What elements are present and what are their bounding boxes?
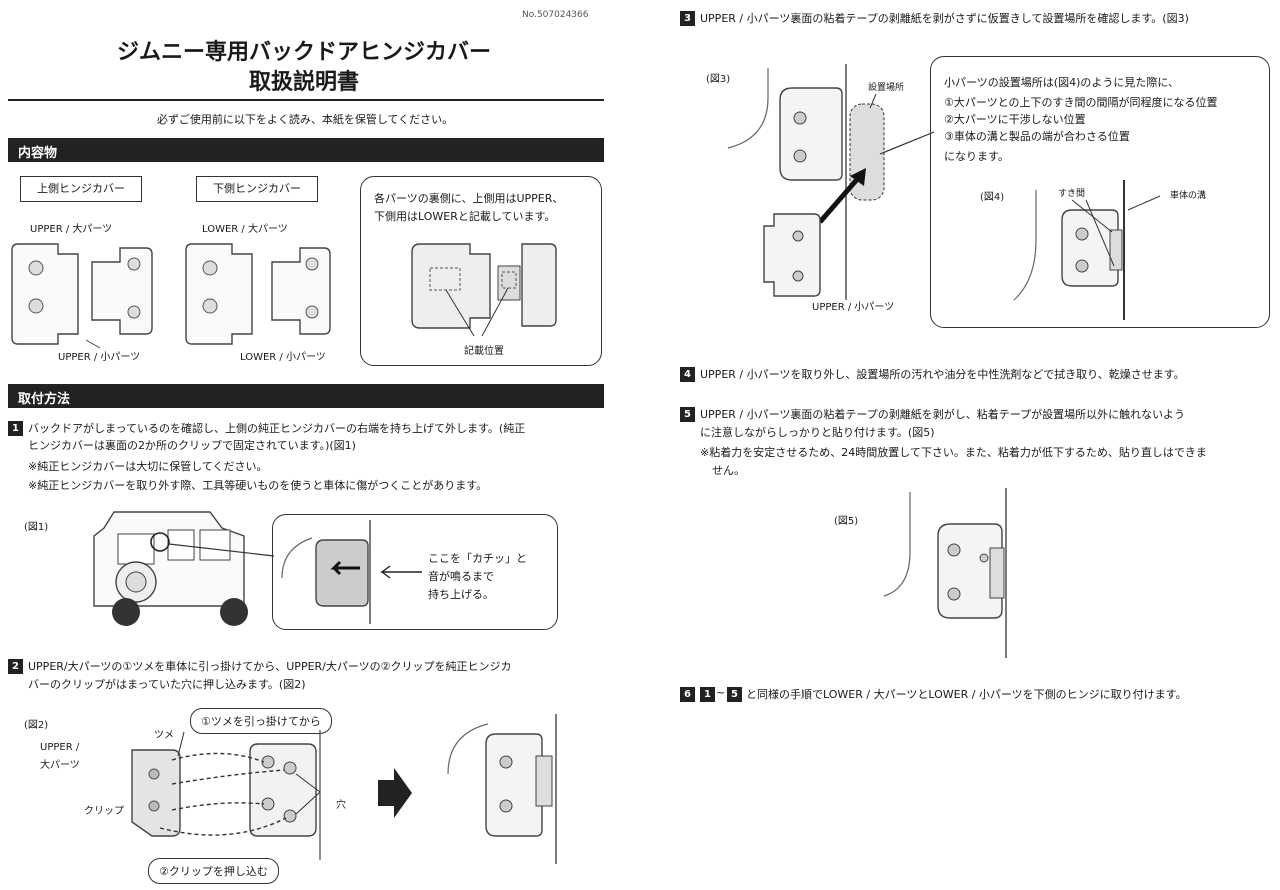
- placement-guide-box: [930, 56, 1270, 328]
- step-5-note1: ※粘着力を安定させるため、24時間放置して下さい。また、粘着力が低下するため、貼…: [700, 446, 1207, 459]
- step-2-line2: バーのクリップがはまっていた穴に押し込みます。(図2): [28, 678, 306, 691]
- gap-detail-illustration: [1013, 180, 1161, 320]
- step-6-ref-end: 5: [727, 687, 742, 702]
- placement-guide-line3: ②大パーツに干渉しない位置: [944, 113, 1086, 126]
- page-title: ジムニー専用バックドアヒンジカバー: [116, 40, 491, 65]
- callout-hook-tab: ①ツメを引っ掛けてから: [190, 708, 332, 734]
- callout-lift-line3: 持ち上げる。: [428, 588, 494, 601]
- attach-parts-illustration: [131, 730, 321, 860]
- tab-label: ツメ: [154, 730, 174, 741]
- callout-lift-line2: 音が鳴るまで: [428, 570, 494, 583]
- callout-arrow-icon: [379, 565, 422, 579]
- groove-label: 車体の溝: [1170, 191, 1207, 201]
- document-number: No.507024366: [522, 10, 589, 20]
- upper-large-label: UPPER / 大パーツ: [30, 224, 113, 235]
- upper-large-part-label-1: UPPER /: [40, 742, 80, 753]
- figure-4-label: (図4): [980, 192, 1005, 203]
- step-1-note1: ※純正ヒンジカバーは大切に保管してください。: [28, 460, 268, 473]
- marking-position-illustration: [411, 243, 557, 337]
- step-5-line2: に注意しながらしっかりと貼り付けます。(図5): [700, 426, 935, 439]
- section-contents-heading: 内容物: [8, 138, 604, 162]
- page-subtitle: 取扱説明書: [248, 70, 359, 95]
- step-1-note2: ※純正ヒンジカバーを取り外す際、工具等硬いものを使うと車体に傷がつくことがありま…: [28, 479, 488, 492]
- upper-parts-illustration: [11, 243, 153, 349]
- hinge-lift-illustration: [281, 520, 371, 624]
- callout-lift-line1: ここを「カチッ」と: [428, 552, 527, 565]
- lower-small-label: LOWER / 小パーツ: [240, 352, 326, 363]
- small-part-placement-illustration: [727, 64, 935, 300]
- upper-small-part-label: UPPER / 小パーツ: [812, 302, 895, 313]
- marking-info-box: [360, 176, 602, 366]
- lower-parts-illustration: [185, 243, 331, 345]
- vehicle-rear-illustration: [93, 511, 275, 626]
- placement-guide-line4: ③車体の溝と製品の端が合わさる位置: [944, 130, 1130, 143]
- callout-push-clip: ②クリップを押し込む: [148, 858, 279, 884]
- placement-guide-line5: になります。: [944, 150, 1009, 163]
- figure-1-detail-box: [272, 514, 558, 630]
- step-1-line1: バックドアがしまっているのを確認し、上側の純正ヒンジカバーの右端を持ち上げて外し…: [28, 422, 526, 435]
- step-4-number: 4: [680, 367, 695, 382]
- step-2-line1: UPPER/大パーツの①ツメを車体に引っ掛けてから、UPPER/大パーツの②クリ…: [28, 660, 512, 673]
- upper-cover-label: 上側ヒンジカバー: [20, 176, 142, 202]
- placement-guide-line1: 小パーツの設置場所は(図4)のように見た際に、: [944, 76, 1180, 89]
- step-6-text: と同様の手順でLOWER / 大パーツとLOWER / 小パーツを下側のヒンジに…: [746, 688, 1187, 701]
- placement-guide-line2: ①大パーツとの上下のすき間の間隔が同程度になる位置: [944, 96, 1218, 109]
- marking-info-line2: 下側用はLOWERと記載しています。: [374, 210, 556, 223]
- step-2-number: 2: [8, 659, 23, 674]
- usage-notice: 必ずご使用前に以下をよく読み、本紙を保管してください。: [156, 113, 454, 126]
- step-1-line2: ヒンジカバーは裏面の2か所のクリップで固定されています。)(図1): [28, 439, 356, 452]
- gap-label: すき間: [1058, 189, 1086, 199]
- section-install-heading: 取付方法: [8, 384, 604, 408]
- title-divider: [8, 99, 604, 101]
- step-5-number: 5: [680, 407, 695, 422]
- next-step-arrow-icon: [378, 768, 412, 818]
- step-3-line1: UPPER / 小パーツ裏面の粘着テープの剥離紙を剥がさずに仮置きして設置場所を…: [700, 12, 1189, 25]
- step-4-line1: UPPER / 小パーツを取り外し、設置場所の汚れや油分を中性洗剤などで拭き取り…: [700, 368, 1185, 381]
- step-1-number: 1: [8, 421, 23, 436]
- upper-small-label: UPPER / 小パーツ: [58, 352, 141, 363]
- clip-label: クリップ: [84, 806, 124, 817]
- step-5-line1: UPPER / 小パーツ裏面の粘着テープの剥離紙を剥がし、粘着テープが設置場所以…: [700, 408, 1185, 421]
- install-place-label: 設置場所: [868, 83, 905, 93]
- step-6-number: 6: [680, 687, 695, 702]
- figure-1-label: (図1): [24, 522, 49, 533]
- lower-large-label: LOWER / 大パーツ: [202, 224, 288, 235]
- final-attached-illustration: [883, 488, 1007, 658]
- attached-result-illustration: [447, 714, 557, 864]
- step-3-number: 3: [680, 11, 695, 26]
- step-6-ref-start: 1: [700, 687, 715, 702]
- step-6-range-sep: ~: [716, 686, 726, 699]
- marking-info-line1: 各パーツの裏側に、上側用はUPPER、: [374, 192, 564, 205]
- figure-3-label: (図3): [706, 74, 731, 85]
- mark-position-label: 記載位置: [464, 346, 504, 357]
- figure-2-label: (図2): [24, 720, 49, 731]
- figure-5-label: (図5): [834, 516, 859, 527]
- lower-cover-label: 下側ヒンジカバー: [196, 176, 318, 202]
- upper-large-part-label-2: 大パーツ: [40, 760, 80, 771]
- step-5-note2: せん。: [712, 464, 745, 477]
- hole-label: 穴: [336, 800, 346, 811]
